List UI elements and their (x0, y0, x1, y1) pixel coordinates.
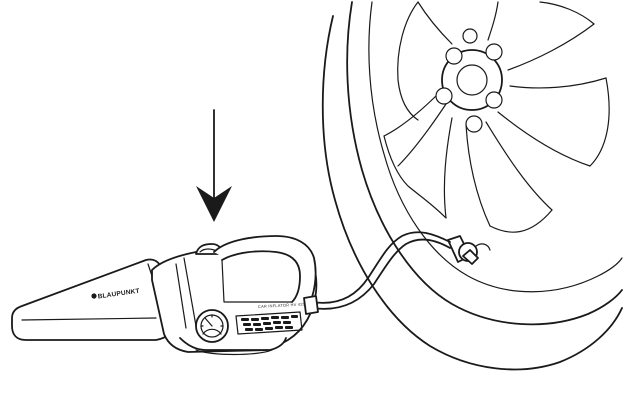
tire-outer (321, 15, 623, 371)
lug-nut (465, 115, 483, 133)
rim-lip (346, 1, 623, 326)
lug-nut (462, 28, 478, 44)
lug-nut (485, 91, 503, 109)
vent-grille (235, 311, 303, 335)
rim-barrel (368, 1, 623, 293)
lug-nut (435, 87, 453, 105)
down-arrow-icon (196, 109, 232, 222)
car-inflator-device: CAR INFLATOR HV 420 BLAUPUNKT (11, 235, 319, 356)
lug-nut (485, 43, 503, 61)
model-label: CAR INFLATOR HV 420 (258, 302, 306, 309)
lug-nut (445, 47, 463, 65)
gauge-icon (195, 309, 229, 343)
device-base (179, 337, 287, 351)
hose-outlet (303, 295, 319, 315)
air-hose (311, 231, 451, 304)
car-wheel (321, 1, 623, 371)
wheel-hub (435, 28, 503, 133)
tire-valve-connector (447, 235, 491, 265)
wheel-spokes (383, 1, 610, 233)
